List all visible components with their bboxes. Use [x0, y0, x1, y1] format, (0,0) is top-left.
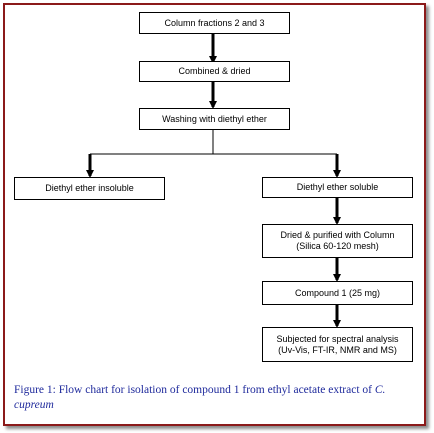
- step-spectral-analysis: Subjected for spectral analysis (Uv-Vis,…: [262, 327, 413, 362]
- step-dried-purified-column: Dried & purified with Column (Silica 60-…: [262, 224, 413, 258]
- step-diethyl-ether-soluble: Diethyl ether soluble: [262, 177, 413, 198]
- step-combined-dried: Combined & dried: [139, 61, 290, 82]
- step-column-fractions: Column fractions 2 and 3: [139, 12, 290, 34]
- caption-species: C. cupreum: [14, 384, 386, 411]
- step-washing-diethyl-ether: Washing with diethyl ether: [139, 108, 290, 130]
- step-diethyl-ether-insoluble: Diethyl ether insoluble: [14, 177, 165, 200]
- step-compound-1: Compound 1 (25 mg): [262, 281, 413, 305]
- caption-text: Figure 1: Flow chart for isolation of co…: [14, 384, 375, 396]
- figure-caption: Figure 1: Flow chart for isolation of co…: [14, 383, 418, 413]
